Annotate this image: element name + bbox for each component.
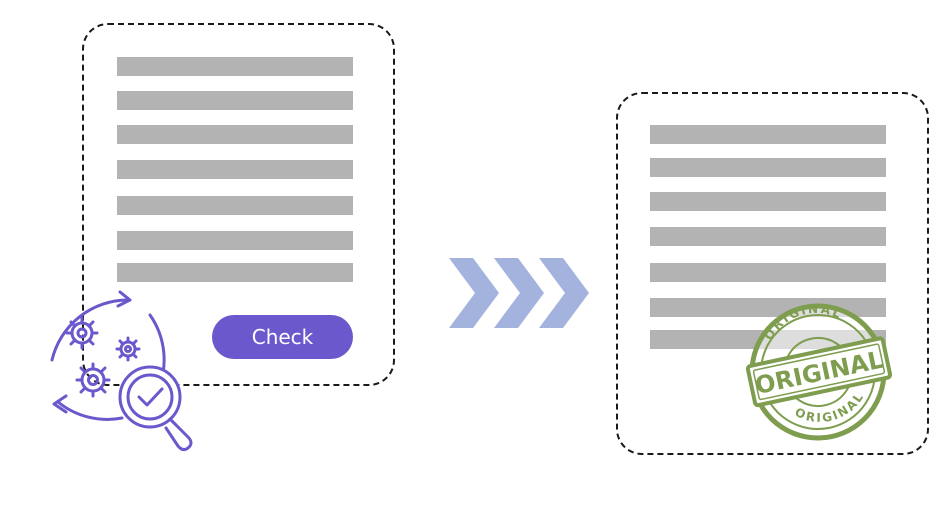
left-doc-line [117,125,353,144]
right-doc-line [650,330,886,349]
chevron-right-icon [449,258,499,328]
right-doc-line [650,158,886,177]
right-doc-line [650,192,886,211]
chevron-right-icon [539,258,589,328]
left-doc-line [117,160,353,179]
right-doc-line [650,227,886,246]
right-document [616,92,929,455]
left-doc-line [117,91,353,110]
right-doc-line [650,263,886,282]
right-doc-line [650,125,886,144]
left-doc-line [117,231,353,250]
right-doc-line [650,298,886,317]
left-document [82,23,395,386]
chevron-right-icon [494,258,544,328]
left-doc-line [117,196,353,215]
left-doc-line [117,263,353,282]
left-doc-line [117,57,353,76]
check-button[interactable]: Check [212,315,353,359]
